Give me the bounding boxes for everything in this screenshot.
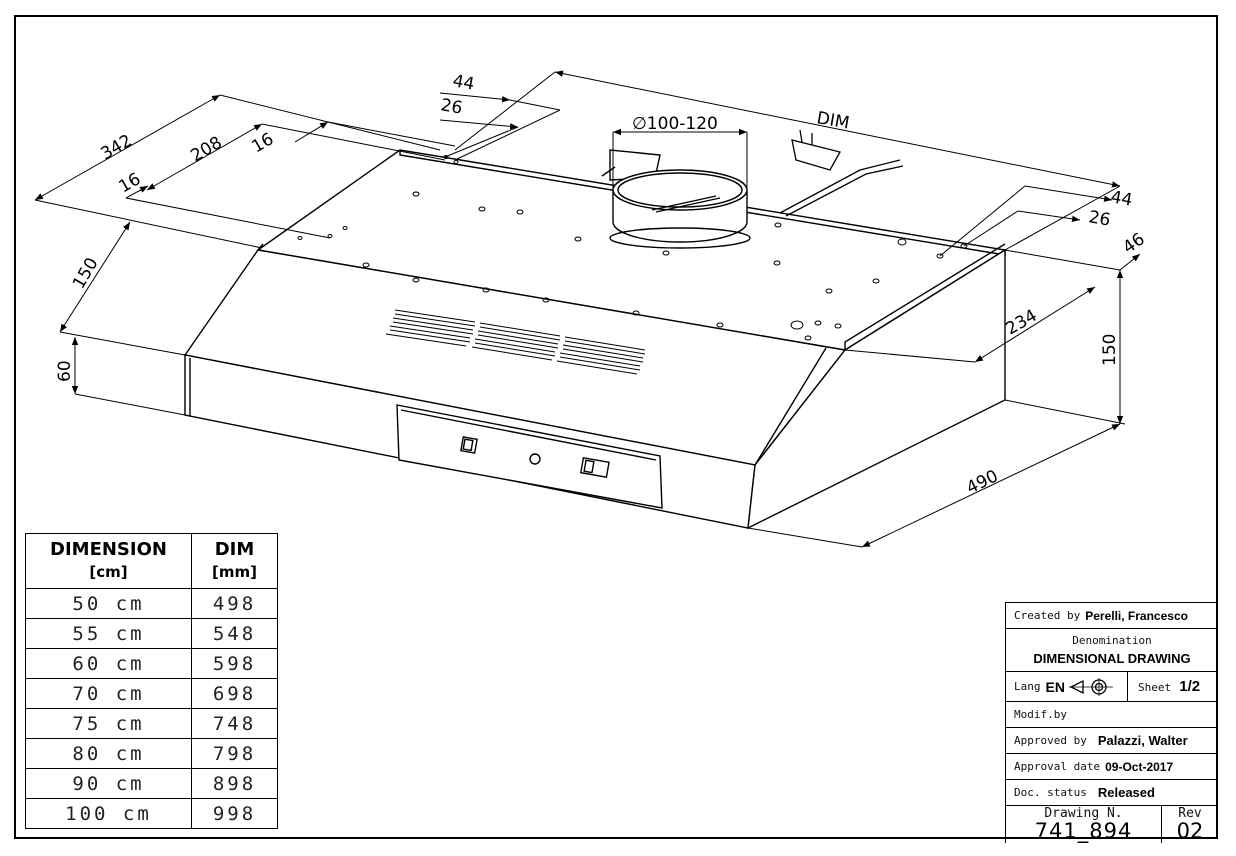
status-label: Doc. status <box>1014 786 1087 799</box>
size-cell: 60 cm <box>25 648 192 679</box>
approved-row: Approved by Palazzi, Walter <box>1006 728 1218 754</box>
dim-cell: 598 <box>191 648 278 679</box>
size-cell: 90 cm <box>25 768 192 799</box>
dim-cell: 998 <box>191 798 278 829</box>
column-header-dimension: DIMENSION [cm] <box>25 533 192 589</box>
column-header-dim: DIM [mm] <box>191 533 278 589</box>
dim-duct-diameter: ∅100-120 <box>632 114 718 134</box>
dim-cell: 698 <box>191 678 278 709</box>
dim-cell: 748 <box>191 708 278 739</box>
drawing-number-group: 741_894 <box>1006 819 1161 843</box>
size-cell: 100 cm <box>25 798 192 829</box>
dim-cell: 548 <box>191 618 278 649</box>
vent-grilles <box>385 309 646 375</box>
size-cell: 55 cm <box>25 618 192 649</box>
denomination-value: DIMENSIONAL DRAWING <box>1033 651 1191 666</box>
dim-46: 46 <box>1119 229 1148 258</box>
projection-symbol-icon <box>1068 677 1113 696</box>
dimension-lines <box>34 70 1141 548</box>
rev-divider <box>1161 806 1162 843</box>
approval-date-label: Approval date <box>1014 760 1101 773</box>
drawing-number: 741_894 <box>1034 819 1133 843</box>
modif-row: Modif.by <box>1006 702 1218 728</box>
dim-342: 342 <box>98 131 136 165</box>
dim-26-right: 26 <box>1087 207 1112 230</box>
lang-sheet-row: Lang EN Sheet 1/2 <box>1006 672 1218 702</box>
dim-16-left: 16 <box>116 169 145 197</box>
control-panel <box>396 404 663 509</box>
dim-16-mid: 16 <box>249 129 278 157</box>
dim-44-right: 44 <box>1109 187 1134 210</box>
drawing-group: Drawing N. <box>1006 807 1161 820</box>
dim-490: 490 <box>963 466 1001 498</box>
approved-value: Palazzi, Walter <box>1097 733 1188 748</box>
modif-label: Modif.by <box>1014 708 1067 721</box>
status-value: Released <box>1097 785 1155 800</box>
dim-main-label: DIM <box>815 108 851 133</box>
header-title: DIM <box>214 539 255 560</box>
size-cell: 50 cm <box>25 588 192 619</box>
lang-label: Lang <box>1014 680 1041 693</box>
created-row: Created by Perelli, Francesco <box>1006 603 1218 629</box>
size-cell: 80 cm <box>25 738 192 769</box>
dim-cell: 898 <box>191 768 278 799</box>
dim-150-right: 150 <box>1100 334 1120 366</box>
drawing-label: Drawing N. <box>1044 806 1123 821</box>
rev-label-group: Rev <box>1161 807 1219 820</box>
drawing-row: Drawing N. 741_894 Rev 02 <box>1006 806 1218 843</box>
denomination-label: Denomination <box>1072 634 1152 647</box>
approval-date-value: 09-Oct-2017 <box>1105 759 1174 774</box>
rev-label: Rev <box>1178 806 1202 821</box>
rev-value-group: 02 <box>1161 819 1219 843</box>
rev-value: 02 <box>1176 819 1204 843</box>
sheet-group: Sheet 1/2 <box>1138 678 1200 695</box>
size-cell: 75 cm <box>25 708 192 739</box>
sheet-divider <box>1127 672 1128 701</box>
dim-26-top: 26 <box>439 95 464 118</box>
sheet-label: Sheet <box>1138 681 1172 694</box>
dim-208: 208 <box>188 133 226 167</box>
status-row: Doc. status Released <box>1006 780 1218 806</box>
sheet-value: 1/2 <box>1179 678 1201 695</box>
dim-60: 60 <box>55 360 75 382</box>
power-cord <box>779 129 904 217</box>
created-value: Perelli, Francesco <box>1085 608 1188 623</box>
size-cell: 70 cm <box>25 678 192 709</box>
drawing-frame <box>14 15 1218 839</box>
dim-cell: 798 <box>191 738 278 769</box>
table-header-row: DIMENSION [cm] DIM [mm] <box>25 533 278 589</box>
header-unit: [cm] <box>89 563 128 581</box>
header-title: DIMENSION <box>50 539 167 560</box>
header-unit: [mm] <box>212 563 257 581</box>
denomination-row: Denomination DIMENSIONAL DRAWING <box>1006 629 1218 672</box>
created-label: Created by <box>1014 609 1081 622</box>
duct-collar <box>601 149 751 249</box>
dim-cell: 498 <box>191 588 278 619</box>
dim-44-top: 44 <box>451 71 476 94</box>
approval-date-row: Approval date 09-Oct-2017 <box>1006 754 1218 780</box>
title-block: Created by Perelli, Francesco Denominati… <box>1005 602 1218 843</box>
lang-value: EN <box>1045 678 1065 695</box>
approved-label: Approved by <box>1014 734 1087 747</box>
dim-234: 234 <box>1003 306 1041 340</box>
